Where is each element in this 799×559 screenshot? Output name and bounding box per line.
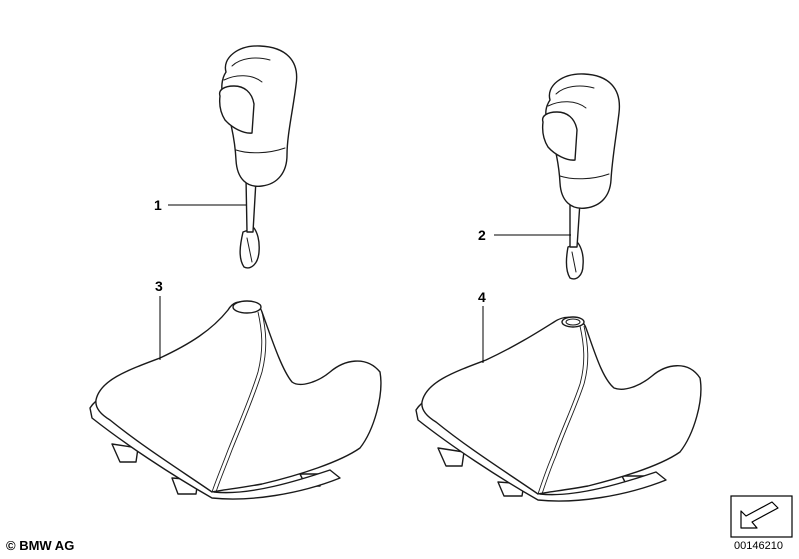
- gear-knob-2[interactable]: [541, 73, 621, 280]
- gear-boot-4[interactable]: [415, 316, 702, 502]
- copyright-text: © BMW AG: [6, 538, 75, 553]
- callout-4: 4: [478, 289, 486, 305]
- gear-boot-3[interactable]: [89, 300, 382, 500]
- gear-knob-1[interactable]: [218, 45, 298, 269]
- arrow-icon[interactable]: [730, 495, 793, 538]
- callout-3: 3: [155, 278, 163, 294]
- diagram-code: 00146210: [734, 540, 783, 552]
- callout-2: 2: [478, 227, 486, 243]
- callout-1: 1: [154, 197, 162, 213]
